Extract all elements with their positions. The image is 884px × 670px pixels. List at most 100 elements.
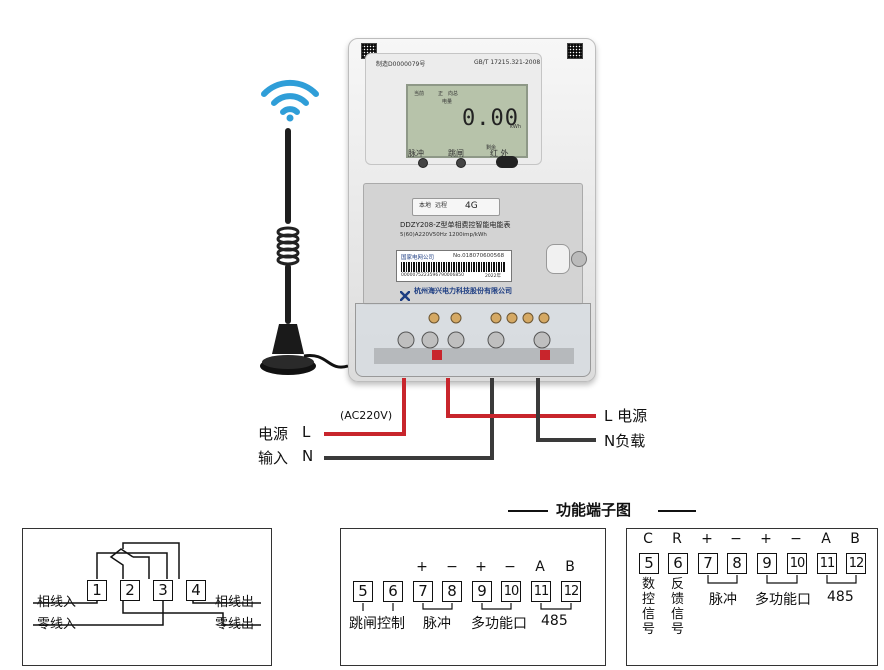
lcd-reading: 0.00 [462,106,519,131]
terminal-7: 7 [413,581,433,602]
trip-lamp-label: 跳闸 [448,149,464,158]
terminal-4: 4 [186,580,206,601]
wifi-icon [258,72,322,122]
energy-meter: 制造D0000079号 GB/T 17215.321-2008 当前 正 向总 … [348,38,596,382]
barcode-number: 0000075223596790006850 [401,273,464,278]
spec-text: 5(60)A220V50Hz 1200imp/kWh [400,232,487,238]
neutral-out-label: 零线出 [215,617,255,632]
standard-number: GB/T 17215.321-2008 [474,59,541,66]
input-phase: N [302,447,314,465]
heading-line-right [658,510,696,512]
manufacturer-logo [399,286,411,302]
sign-b: B [565,559,575,575]
function-terminal-diagram-alt: C R + − + − A B 5 6 7 8 9 10 11 12 数控信号 … [626,528,878,666]
module-status-remote: 远程 [435,202,448,209]
terminal-2: 2 [120,580,140,601]
terminal-9: 9 [472,581,492,602]
terminal-8: 8 [442,581,462,602]
trip-control-label: 跳闸控制 [349,616,405,632]
wiring [324,378,596,460]
module-status-local: 本地 [419,202,432,209]
terminal-5: 5 [639,553,659,574]
pulse-lamp-label: 脉冲 [408,149,424,158]
module-name: 4G [465,201,478,211]
serial-text: No.018070600568 [453,253,505,259]
seal-screw [571,251,587,267]
live-in-label: 相线入 [37,595,77,610]
output-neutral-label: N负载 [604,432,646,450]
terminal-1: 1 [87,580,107,601]
year-text: 2022年 [485,274,501,279]
manufacturer-name: 杭州海兴电力科技股份有限公司 [414,287,512,295]
supply-phase: L [302,423,311,441]
lcd-unit: kWh [510,124,522,130]
sign-minus: − [730,531,742,547]
sign-a: A [535,559,545,575]
terminal-6: 6 [383,581,403,602]
terminal-8: 8 [727,553,747,574]
lcd-screen: 当前 正 向总 电量 0.00 kWh 剩余 [406,84,528,158]
display-window: 制造D0000079号 GB/T 17215.321-2008 当前 正 向总 … [365,53,542,168]
sign-minus: − [446,559,458,575]
ir-port [496,156,518,168]
neutral-in-label: 零线入 [37,617,77,632]
live-output-wire [446,378,596,418]
trip-led [456,158,466,168]
sign-minus: − [504,559,516,575]
lcd-label: 正 [438,91,444,97]
nameplate: 本地 远程 4G DDZY208-Z型单相费控智能电能表 5(60)A220V5… [363,183,583,305]
pulse-label: 脉冲 [423,616,451,632]
multi-port-label: 多功能口 [471,616,527,632]
live-input-wire [324,378,406,436]
lcd-sub-label: 剩余 [486,145,497,151]
live-out-label: 相线出 [215,595,255,610]
letter-c: C [643,531,653,547]
terminal-cover [355,303,591,377]
terminal-10: 10 [787,553,807,574]
neutral-input-wire [324,378,494,460]
antenna [258,126,368,381]
function-terminal-heading: 功能端子图 [556,501,632,519]
sign-plus: + [416,559,428,575]
lcd-label: 向总 [448,91,459,97]
sign-plus: + [475,559,487,575]
terminal-10: 10 [501,581,521,602]
sign-a: A [821,531,831,547]
lcd-label: 电量 [442,99,453,105]
qr-code-right [567,43,583,59]
terminal-5: 5 [353,581,373,602]
supply-label: 电源 [258,425,289,443]
sign-minus: − [790,531,802,547]
sign-b: B [850,531,860,547]
model-text: DDZY208-Z型单相费控智能电能表 [400,221,511,229]
certificate-number: 制造D0000079号 [376,61,426,68]
ctrl-signal-label: 数控信号 [642,577,656,637]
neutral-output-wire [536,378,596,442]
lcd-label: 当前 [414,91,425,97]
asset-label: 国家电网公司 No.018070600568 00000752235967900… [396,250,512,282]
output-live-label: L 电源 [604,407,648,425]
input-label: 输入 [258,449,289,467]
feedback-signal-label: 反馈信号 [671,577,685,637]
terminal-11: 11 [817,553,837,574]
terminal-9: 9 [757,553,777,574]
owner-text: 国家电网公司 [401,255,435,261]
comm-module: 本地 远程 4G [412,198,500,216]
multi-port-label: 多功能口 [755,592,811,608]
terminal-12: 12 [846,553,866,574]
sign-plus: + [760,531,772,547]
sign-plus: + [701,531,713,547]
barcode [401,262,505,272]
meter-button[interactable] [546,244,570,274]
terminal-12: 12 [561,581,581,602]
rs485-label: 485 [827,589,854,605]
terminal-7: 7 [698,553,718,574]
heading-line-left [508,510,548,512]
function-terminal-diagram: + − + − A B 5 6 7 8 9 10 11 12 跳闸控制 脉冲 多… [340,528,606,666]
rs485-label: 485 [541,613,568,629]
ir-port-label: 红 外 [490,149,509,158]
terminal-3: 3 [153,580,173,601]
terminal-11: 11 [531,581,551,602]
pulse-label: 脉冲 [709,592,737,608]
pulse-led [418,158,428,168]
